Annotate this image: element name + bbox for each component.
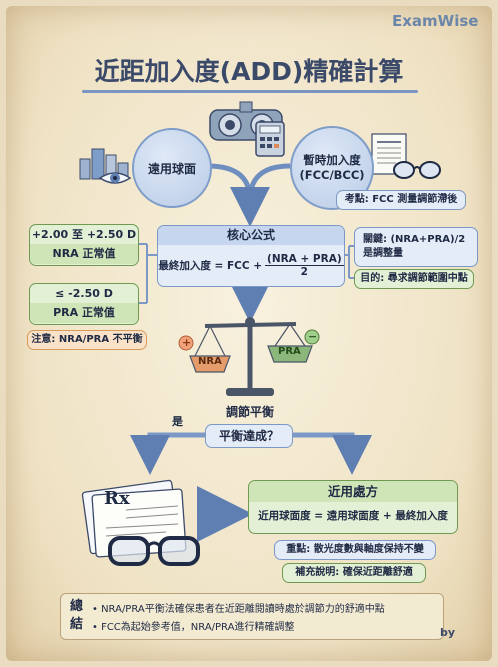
scale-pra-label: PRA <box>278 346 301 357</box>
eyeglasses-icon <box>108 536 200 566</box>
important-note: 重點: 散光度數與軸度保持不變 <box>274 540 436 560</box>
near-prescription-box: 近用處方 近用球面度 = 遠用球面度 + 最終加入度 <box>248 480 458 534</box>
connector-far-to-core <box>207 163 253 201</box>
core-formula-body: 最終加入度 = FCC + (NRA + PRA) 2 <box>158 245 344 285</box>
near-prescription-heading: 近用處方 <box>249 481 457 502</box>
scale-nra-label: NRA <box>198 356 222 367</box>
bracket-right <box>343 245 354 279</box>
summary-line-1: • NRA/PRA平衡法確保患者在近距離閱讀時處於調節力的舒適中點 <box>92 604 385 615</box>
eye-icon <box>98 172 132 184</box>
calculator-icon <box>255 121 285 157</box>
pra-normal-box: ≤ -2.50 D PRA 正常值 <box>29 283 139 325</box>
key-point-box: 關鍵: (NRA+PRA)/2 是調整量 <box>354 227 478 267</box>
formula-denominator: 2 <box>300 265 308 278</box>
temp-add-line1: 暫時加入度 <box>303 153 361 167</box>
signature: by <box>440 626 456 639</box>
arrow-decision-yes <box>130 432 205 475</box>
reading-glasses-icon <box>393 161 441 179</box>
decision-node: 平衡達成？ <box>205 424 293 448</box>
balance-label: 調節平衡 <box>225 405 274 419</box>
rx-symbol: Rx <box>104 488 130 509</box>
pra-label: PRA 正常值 <box>30 303 138 323</box>
summary-line-2: • FCC為起始參考值，NRA/PRA進行精確調整 <box>92 622 295 633</box>
pra-value: ≤ -2.50 D <box>55 287 113 300</box>
plus-icon: + <box>182 336 192 349</box>
nra-normal-box: +2.00 至 +2.50 D NRA 正常值 <box>29 224 139 266</box>
supplement-note: 補充說明: 確保近距離舒適 <box>282 563 426 583</box>
exam-point-note: 考點: FCC 測量調節滯後 <box>336 190 466 210</box>
key-point-line1: 關鍵: (NRA+PRA)/2 <box>363 234 466 245</box>
summary-title: 總結 <box>70 599 84 632</box>
formula-numerator: (NRA + PRA) <box>265 252 344 266</box>
core-formula-heading: 核心公式 <box>158 226 344 245</box>
arrow-decision-no <box>291 432 372 475</box>
bracket-left <box>137 243 157 304</box>
city-skyline-icon <box>79 148 129 180</box>
nra-label: NRA 正常值 <box>30 244 138 264</box>
formula-prefix: 最終加入度 = FCC + <box>158 259 263 272</box>
near-prescription-formula: 近用球面度 = 遠用球面度 + 最終加入度 <box>258 510 448 522</box>
far-sphere-node: 遠用球面 <box>132 128 212 208</box>
connector-temp-to-core <box>247 163 291 201</box>
balance-scale-icon <box>178 317 320 396</box>
minus-icon: − <box>308 330 318 343</box>
goal-note: 目的: 尋求調節範圍中點 <box>354 269 474 289</box>
core-formula-box: 核心公式 最終加入度 = FCC + (NRA + PRA) 2 <box>157 225 345 287</box>
imbalance-note: 注意: NRA/PRA 不平衡 <box>27 330 147 350</box>
nra-value: +2.00 至 +2.50 D <box>31 228 137 241</box>
far-sphere-label: 遠用球面 <box>147 161 196 176</box>
formula-fraction: (NRA + PRA) 2 <box>265 253 344 278</box>
summary-box <box>60 593 444 640</box>
temp-add-line2: (FCC/BCC) <box>299 168 365 182</box>
brand-logo: ExamWise <box>392 12 479 30</box>
title-underline <box>82 90 418 93</box>
key-point-line2: 是調整量 <box>363 248 403 259</box>
decision-yes-label: 是 <box>172 415 183 428</box>
page-title: 近距加入度(ADD)精確計算 <box>94 57 404 86</box>
